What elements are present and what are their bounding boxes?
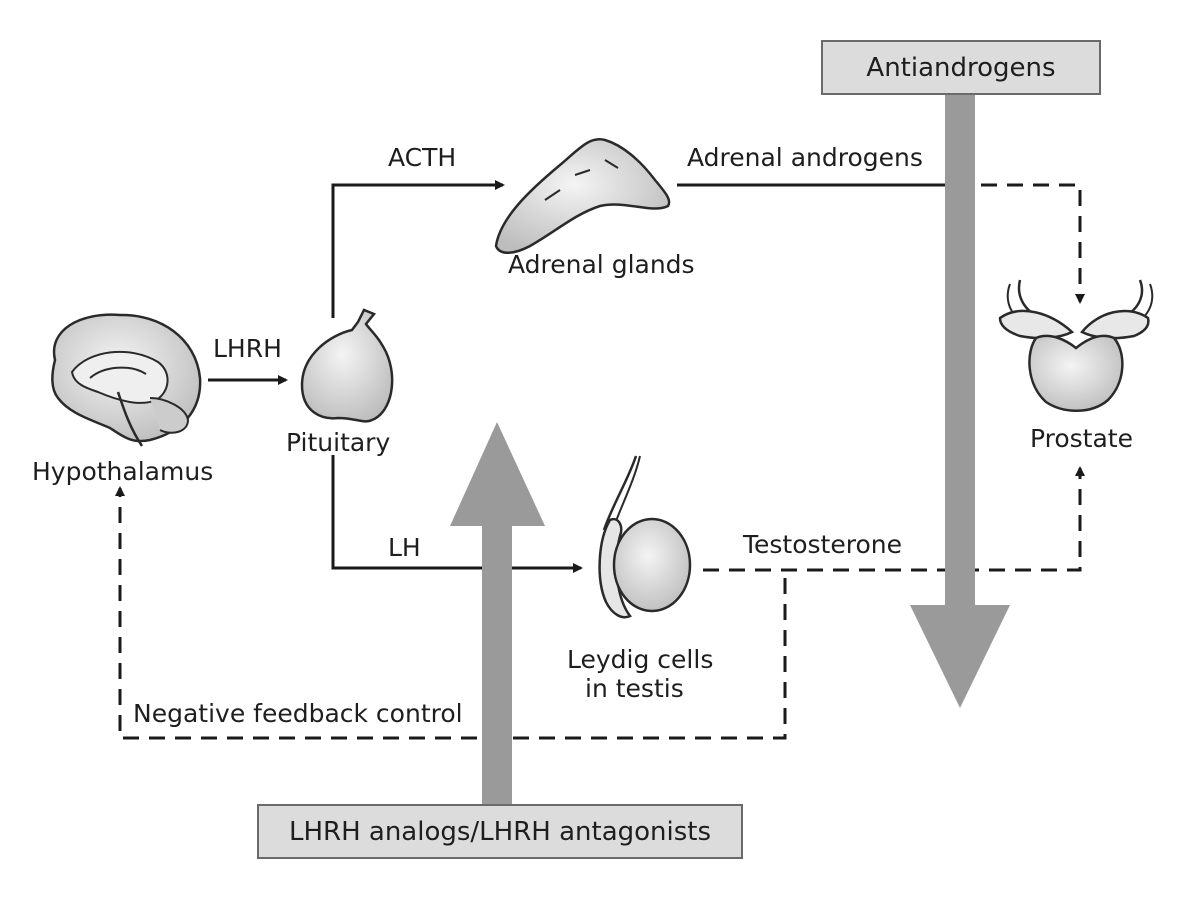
prostate-icon — [998, 279, 1154, 412]
antiandrogens-box: Antiandrogens — [821, 40, 1101, 95]
lhrh-analogs-box: LHRH analogs/LHRH antagonists — [257, 804, 743, 859]
testosterone-arrow — [703, 466, 1085, 572]
testosterone-label: Testosterone — [742, 530, 902, 559]
pituitary-label: Pituitary — [286, 428, 390, 457]
antiandrogens-label: Antiandrogens — [866, 53, 1055, 83]
lhrh-analogs-label: LHRH analogs/LHRH antagonists — [289, 817, 711, 847]
adrenal-androgens-label: Adrenal androgens — [687, 143, 923, 172]
pituitary-icon — [300, 308, 394, 423]
adrenal-glands-label: Adrenal glands — [508, 250, 695, 279]
acth-label: ACTH — [388, 143, 456, 172]
negative-feedback-arrow — [115, 486, 787, 740]
adrenal-glands-icon — [494, 137, 671, 254]
lh-label: LH — [388, 533, 421, 562]
lhrh-label: LHRH — [213, 334, 282, 363]
lhrh-analogs-arrow — [450, 422, 545, 808]
acth-arrow — [331, 180, 505, 318]
negative-feedback-label: Negative feedback control — [133, 699, 463, 728]
hypothalamus-label: Hypothalamus — [32, 457, 213, 486]
adrenal-androgens-arrow — [955, 183, 1085, 304]
testis-icon — [598, 455, 692, 619]
antiandrogens-arrow — [910, 90, 1010, 708]
leydig-cells-label: Leydig cells — [567, 645, 713, 674]
leydig-testis-label: in testis — [585, 674, 684, 703]
prostate-label: Prostate — [1030, 424, 1133, 453]
brain-icon — [51, 313, 202, 447]
